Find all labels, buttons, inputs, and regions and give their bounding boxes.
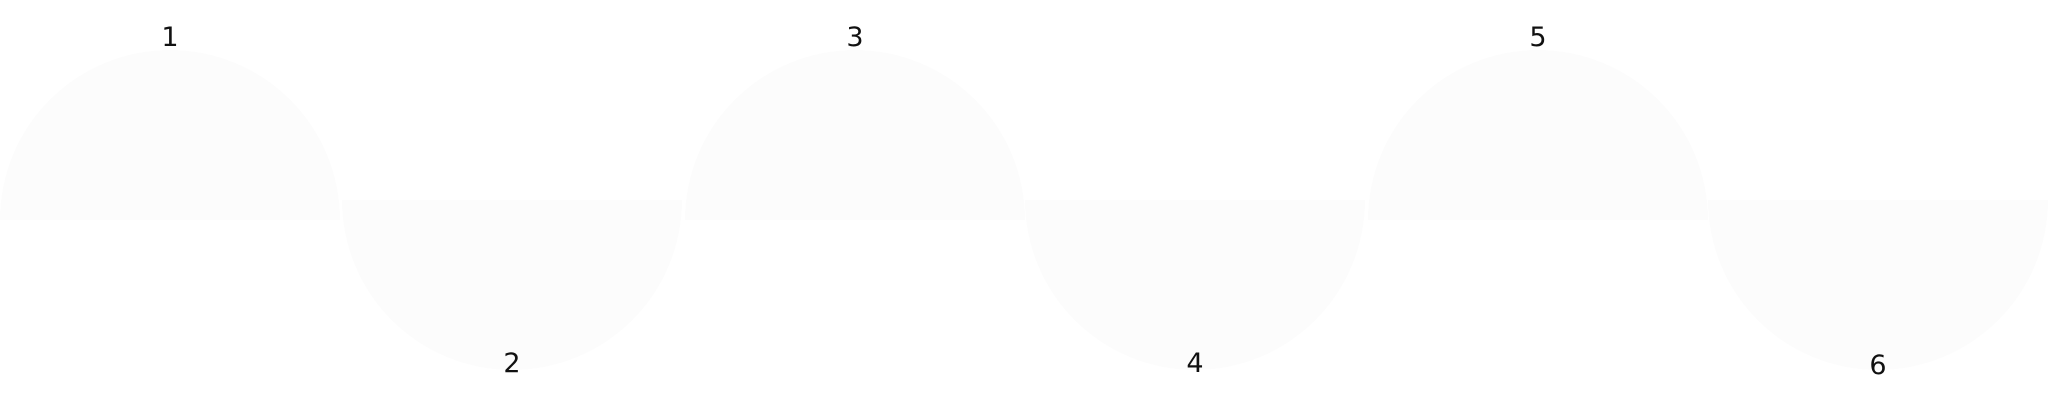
step-4-shape — [1025, 200, 1365, 370]
step-1-number: 1 — [161, 22, 179, 53]
step-3-number: 3 — [846, 22, 864, 53]
step-5-shape — [1368, 50, 1708, 220]
step-2-shape — [342, 200, 682, 370]
step-5-number: 5 — [1529, 22, 1547, 53]
step-2-number: 2 — [503, 348, 521, 379]
step-1-shape — [0, 50, 340, 220]
step-6-shape — [1708, 200, 2048, 370]
step-6-number: 6 — [1869, 350, 1887, 381]
step-3-shape — [685, 50, 1025, 220]
step-4-number: 4 — [1186, 348, 1204, 379]
